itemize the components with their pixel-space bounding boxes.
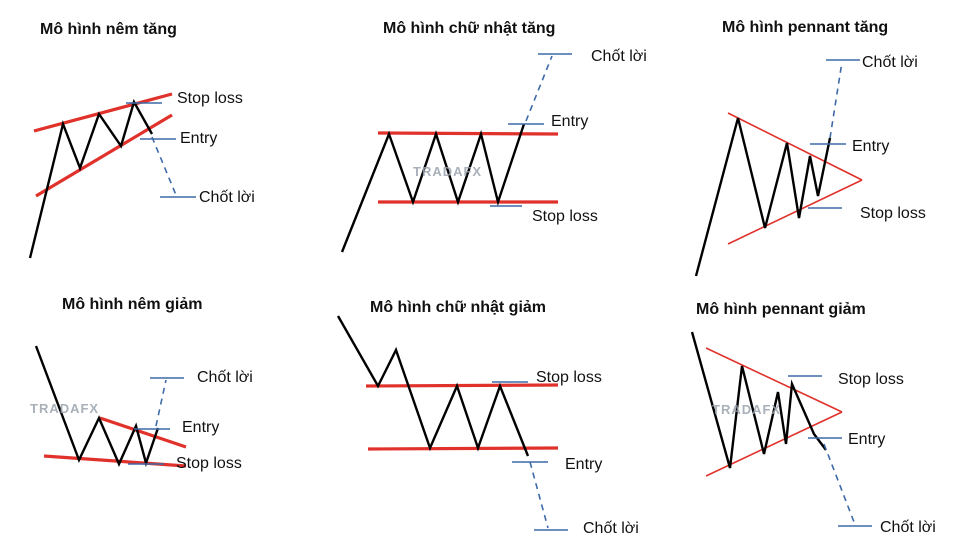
stop-loss-label: Stop loss	[838, 371, 904, 388]
target-projection	[155, 379, 167, 427]
stop-loss-label: Stop loss	[860, 205, 926, 222]
panel-bearish-pennant: Mô hình pennant giảm TRADAFX Stop loss E…	[690, 301, 936, 536]
entry-label: Entry	[848, 431, 885, 448]
price-line	[694, 117, 832, 277]
target-projection	[151, 136, 177, 196]
entry-label: Entry	[565, 456, 602, 473]
panel-bullish-rectangle: Mô hình chữ nhật tăng TRADAFX Chốt lời E…	[340, 20, 647, 253]
take-profit-label: Chốt lời	[862, 54, 918, 71]
resistance-line	[377, 131, 559, 136]
stop-loss-label: Stop loss	[177, 90, 243, 107]
watermark: TRADAFX	[413, 164, 482, 179]
resistance-line	[365, 383, 559, 388]
price-line	[690, 331, 827, 469]
entry-label: Entry	[180, 130, 217, 147]
take-profit-label: Chốt lời	[197, 369, 253, 386]
panel-title: Mô hình nêm giảm	[62, 296, 202, 313]
lower-boundary-line	[727, 179, 863, 245]
price-line	[340, 123, 526, 253]
stop-loss-label: Stop loss	[176, 455, 242, 472]
entry-label: Entry	[182, 419, 219, 436]
panel-falling-wedge: Mô hình nêm giảm TRADAFX Chốt lời Entry …	[30, 296, 253, 472]
panel-title: Mô hình chữ nhật tăng	[383, 20, 555, 37]
take-profit-label: Chốt lời	[199, 189, 255, 206]
price-line	[34, 345, 160, 468]
upper-boundary-line	[727, 112, 863, 181]
upper-boundary-line	[33, 92, 173, 133]
watermark: TRADAFX	[30, 401, 99, 416]
target-projection	[823, 443, 855, 523]
panel-title: Mô hình pennant tăng	[722, 19, 888, 36]
target-projection	[525, 55, 553, 122]
panel-bearish-rectangle: Mô hình chữ nhật giảm Stop loss Entry Ch…	[336, 299, 639, 537]
entry-label: Entry	[551, 113, 588, 130]
stop-loss-label: Stop loss	[536, 369, 602, 386]
panel-rising-wedge: Mô hình nêm tăng Stop loss Entry Chốt lờ…	[28, 21, 255, 259]
stop-loss-label: Stop loss	[532, 208, 598, 225]
price-line	[28, 98, 154, 259]
upper-boundary-line	[99, 416, 187, 449]
target-projection	[529, 461, 549, 529]
entry-label: Entry	[852, 138, 889, 155]
panel-title: Mô hình chữ nhật giảm	[370, 299, 546, 316]
take-profit-label: Chốt lời	[880, 519, 936, 536]
panel-title: Mô hình nêm tăng	[40, 21, 177, 38]
support-line	[367, 446, 559, 451]
upper-boundary-line	[705, 347, 843, 413]
panel-title: Mô hình pennant giảm	[696, 301, 866, 318]
take-profit-label: Chốt lời	[591, 48, 647, 65]
panel-bullish-pennant: Mô hình pennant tăng Chốt lời Entry Stop…	[694, 19, 926, 277]
price-line	[336, 315, 530, 457]
watermark: TRADAFX	[712, 402, 781, 417]
take-profit-label: Chốt lời	[583, 520, 639, 537]
target-projection	[829, 61, 843, 139]
